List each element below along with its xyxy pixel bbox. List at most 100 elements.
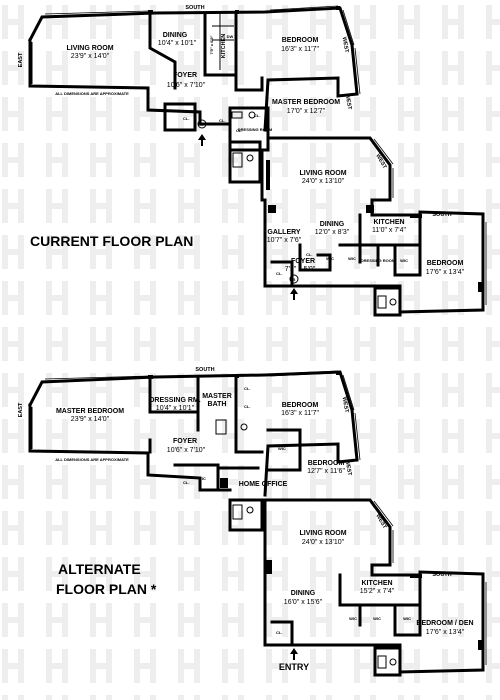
kitchen-label: KITCHEN: [361, 580, 392, 587]
watermark-tile: [266, 281, 288, 315]
watermark-tile: [2, 235, 24, 269]
watermark-tile: [310, 5, 332, 39]
watermark-tile: [2, 511, 24, 545]
watermark-tile: [178, 373, 200, 407]
watermark-tile: [442, 465, 464, 499]
watermark-tile: [90, 373, 112, 407]
watermark-tile: [354, 465, 376, 499]
watermark-tile: [90, 327, 112, 361]
watermark-tile: [486, 143, 500, 177]
watermark-tile: [46, 695, 68, 700]
wic-label: WIC: [403, 616, 411, 621]
entry-b-label: B: [293, 277, 296, 282]
watermark-pattern: [2, 5, 500, 700]
watermark-tile: [90, 97, 112, 131]
alternate-floor-plan-title-line2: FLOOR PLAN *: [56, 581, 157, 597]
alternate-floor-plan-title-line1: ALTERNATE: [58, 561, 141, 577]
gallery-label: GALLERY: [267, 229, 301, 236]
entry-label: ENTRY: [279, 662, 309, 672]
watermark-tile: [486, 603, 500, 637]
watermark-tile: [486, 649, 500, 683]
bath-fixture-icon: [215, 419, 397, 669]
closet-label: CL.: [244, 404, 250, 409]
watermark-tile: [354, 51, 376, 85]
watermark-tile: [442, 695, 464, 700]
watermark-tile: [46, 465, 68, 499]
watermark-tile: [2, 373, 24, 407]
watermark-tile: [90, 649, 112, 683]
watermark-tile: [266, 143, 288, 177]
watermark-tile: [90, 465, 112, 499]
entry-a-marker: [197, 119, 207, 129]
bedroom-label: BEDROOM: [282, 402, 319, 409]
watermark-tile: [486, 511, 500, 545]
watermark-tile: [398, 419, 420, 453]
entry-arrow-icon: [290, 648, 298, 660]
watermark-tile: [2, 281, 24, 315]
foyer-label: FOYER: [173, 438, 197, 445]
watermark-tile: [222, 557, 244, 591]
watermark-tile: [90, 511, 112, 545]
watermark-tile: [266, 5, 288, 39]
bedroom-dimensions: 17'6" x 13'4": [426, 269, 465, 276]
watermark-tile: [222, 97, 244, 131]
watermark-tile: [266, 373, 288, 407]
watermark-tile: [134, 327, 156, 361]
watermark-tile: [178, 51, 200, 85]
watermark-tile: [90, 557, 112, 591]
watermark-tile: [178, 511, 200, 545]
watermark-tile: [134, 603, 156, 637]
watermark-tile: [398, 281, 420, 315]
watermark-tile: [2, 51, 24, 85]
approximate-dimensions-note: ALL DIMENSIONS ARE APPROXIMATE: [55, 457, 129, 462]
watermark-tile: [90, 419, 112, 453]
closet-label: CL.: [276, 630, 282, 635]
watermark-tile: [178, 235, 200, 269]
watermark-tile: [90, 603, 112, 637]
wic-label: WIC: [400, 258, 408, 263]
wic-label: WIC: [349, 616, 357, 621]
bedroom-label: BEDROOM: [282, 37, 319, 44]
closet-label: CL.: [183, 116, 189, 121]
watermark-tile: [2, 143, 24, 177]
master-bedroom-label: MASTER BEDROOM: [272, 99, 340, 106]
watermark-tile: [310, 189, 332, 223]
current-plan-labels: SOUTH EAST WEST WEST WEST SOUTH LIVING R…: [18, 5, 465, 276]
watermark-tile: [90, 189, 112, 223]
dressing-room-dimensions: 10'4" x 10'1": [156, 405, 195, 412]
watermark-tile: [486, 281, 500, 315]
watermark-tile: [310, 603, 332, 637]
wic-label: WIC: [373, 616, 381, 621]
watermark-tile: [398, 373, 420, 407]
foyer-label: FOYER: [173, 72, 197, 79]
watermark-tile: [354, 649, 376, 683]
watermark-tile: [178, 695, 200, 700]
watermark-tile: [486, 51, 500, 85]
watermark-tile: [2, 97, 24, 131]
watermark-tile: [178, 189, 200, 223]
watermark-tile: [222, 603, 244, 637]
closet-label: CL.: [170, 108, 176, 113]
master-bedroom-dimensions: 23'9" x 14'0": [71, 416, 110, 423]
dressing-room-label: DRESSING ROOM: [238, 127, 273, 132]
watermark-tile: [310, 51, 332, 85]
watermark-tile: [354, 511, 376, 545]
watermark-tile: [398, 51, 420, 85]
watermark-tile: [46, 603, 68, 637]
bedroom-dimensions: 12'7" x 11'6": [307, 468, 345, 475]
watermark-tile: [178, 143, 200, 177]
entry-a-arrow-icon: [198, 134, 206, 146]
watermark-tile: [178, 419, 200, 453]
watermark-tile: [90, 235, 112, 269]
watermark-tile: [354, 695, 376, 700]
watermark-tile: [398, 97, 420, 131]
wic-label: WIC: [198, 476, 206, 481]
watermark-tile: [2, 603, 24, 637]
watermark-tile: [2, 465, 24, 499]
watermark-tile: [442, 511, 464, 545]
watermark-tile: [266, 649, 288, 683]
watermark-tile: [442, 373, 464, 407]
watermark-tile: [266, 603, 288, 637]
watermark-tile: [266, 97, 288, 131]
living-room-label: LIVING ROOM: [299, 530, 346, 537]
